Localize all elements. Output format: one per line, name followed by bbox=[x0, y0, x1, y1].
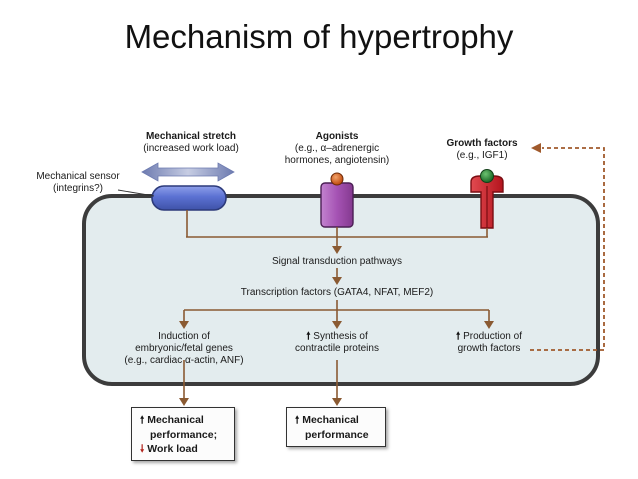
arrow-to-outcome-1 bbox=[179, 398, 189, 406]
agonist-receptor bbox=[320, 182, 354, 228]
outcome-box-performance: 🠕 Mechanical performance bbox=[286, 407, 386, 447]
production-line-2: growth factors bbox=[457, 343, 521, 354]
feedback-arrowhead bbox=[531, 143, 541, 153]
sensor-label-line-2: (integrins?) bbox=[52, 183, 104, 194]
synthesis-label: Synthesis of bbox=[313, 331, 368, 342]
feedback-loop-dashed bbox=[530, 147, 605, 351]
up-arrow-icon: 🠕 bbox=[455, 331, 461, 342]
mechanical-sensor-capsule bbox=[151, 185, 227, 211]
outcome-1-line-3: 🠗 Work load bbox=[140, 443, 198, 455]
outcome-2-line-2: performance bbox=[305, 429, 369, 441]
agonist-ligand-icon bbox=[330, 172, 344, 186]
stretch-double-arrow-icon bbox=[141, 162, 235, 182]
induction-line-1: Induction of bbox=[158, 331, 210, 342]
arrow-to-synthesis bbox=[332, 321, 342, 329]
arrow-to-transcription bbox=[332, 277, 342, 285]
growth-factors-title: Growth factors bbox=[446, 138, 518, 149]
outcome-box-performance-workload: 🠕 Mechanical performance; 🠗 Work load bbox=[131, 407, 235, 461]
arrow-to-outcome-2 bbox=[332, 398, 342, 406]
induction-line-3: (e.g., cardiac α-actin, ANF) bbox=[124, 355, 244, 366]
agonists-title: Agonists bbox=[315, 131, 359, 142]
receptor-convergence-lines bbox=[186, 210, 488, 247]
induction-line-2: embryonic/fetal genes bbox=[135, 343, 233, 354]
outcome-2-line-1: 🠕 Mechanical bbox=[295, 414, 359, 426]
agonists-line-2: hormones, angiotensin) bbox=[284, 155, 390, 166]
sensor-pointer-line bbox=[117, 189, 155, 197]
arrow-to-signal bbox=[332, 246, 342, 254]
slide-title: Mechanism of hypertrophy bbox=[124, 18, 514, 55]
production-label: Production of bbox=[463, 331, 522, 342]
up-arrow-icon: 🠕 bbox=[295, 415, 300, 426]
up-arrow-icon: 🠕 bbox=[306, 331, 311, 342]
synthesis-line-2: contractile proteins bbox=[295, 343, 379, 354]
arrow-to-production bbox=[484, 321, 494, 329]
signal-transduction-label: Signal transduction pathways bbox=[271, 256, 403, 267]
transcription-factors-label: Transcription factors (GATA4, NFAT, MEF2… bbox=[240, 287, 434, 298]
production-line-1: 🠕 Production of bbox=[436, 331, 542, 343]
stretch-title: Mechanical stretch bbox=[145, 131, 237, 142]
stretch-subtitle: (increased work load) bbox=[143, 143, 239, 154]
synthesis-line-1: 🠕 Synthesis of bbox=[280, 331, 394, 343]
up-arrow-icon: 🠕 bbox=[140, 415, 145, 426]
growth-ligand-icon bbox=[480, 169, 494, 183]
outcome-1-line-2: performance; bbox=[150, 429, 218, 441]
outcome-1-line-1: 🠕 Mechanical bbox=[140, 414, 204, 426]
growth-factors-subtitle: (e.g., IGF1) bbox=[456, 150, 508, 161]
arrow-to-induction bbox=[179, 321, 189, 329]
down-arrow-icon: 🠗 bbox=[140, 444, 145, 455]
effects-branch-lines bbox=[183, 300, 490, 322]
agonists-line-1: (e.g., α–adrenergic bbox=[294, 143, 380, 154]
sensor-label-line-1: Mechanical sensor bbox=[36, 171, 120, 182]
